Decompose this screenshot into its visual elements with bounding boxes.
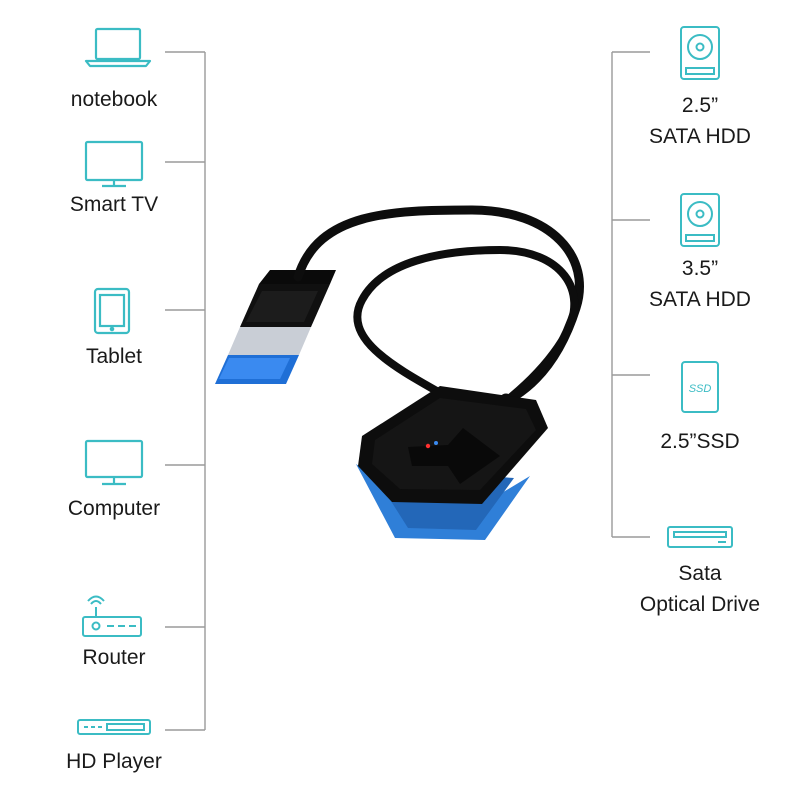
monitor-icon <box>84 439 144 486</box>
device-label-notebook: notebook <box>70 88 158 111</box>
connector-lines <box>165 51 650 731</box>
device-label-line: SATA HDD <box>649 125 751 148</box>
device-label-line: 3.5” <box>681 257 719 280</box>
optical-drive-icon <box>667 526 733 548</box>
device-label-ssd: 2.5”SSD <box>660 430 740 453</box>
device-label-line: Optical Drive <box>639 593 761 616</box>
usb-plug <box>215 270 336 384</box>
device-label-computer: Computer <box>67 497 161 520</box>
tablet-icon <box>93 287 131 335</box>
sata-adapter <box>356 386 548 540</box>
tv-icon <box>84 140 144 188</box>
ssd-icon: SSD <box>681 361 719 413</box>
laptop-icon <box>84 27 152 68</box>
device-label-hd-player: HD Player <box>66 750 162 773</box>
device-label-smart-tv: Smart TV <box>69 193 159 216</box>
device-label-router: Router <box>82 646 146 669</box>
ssd-badge-text: SSD <box>689 383 712 395</box>
device-label-2-5-hdd: 2.5” SATA HDD <box>625 90 775 152</box>
media-player-icon <box>77 719 151 735</box>
device-label-optical-drive: Sata Optical Drive <box>610 558 790 620</box>
hard-drive-icon <box>680 193 720 247</box>
hard-drive-icon <box>680 26 720 80</box>
device-label-3-5-hdd: 3.5” SATA HDD <box>625 253 775 315</box>
device-label-tablet: Tablet <box>85 345 143 368</box>
device-label-line: Sata <box>678 562 722 585</box>
device-label-line: 2.5” <box>681 94 719 117</box>
device-label-line: SATA HDD <box>649 288 751 311</box>
router-icon <box>82 595 142 637</box>
